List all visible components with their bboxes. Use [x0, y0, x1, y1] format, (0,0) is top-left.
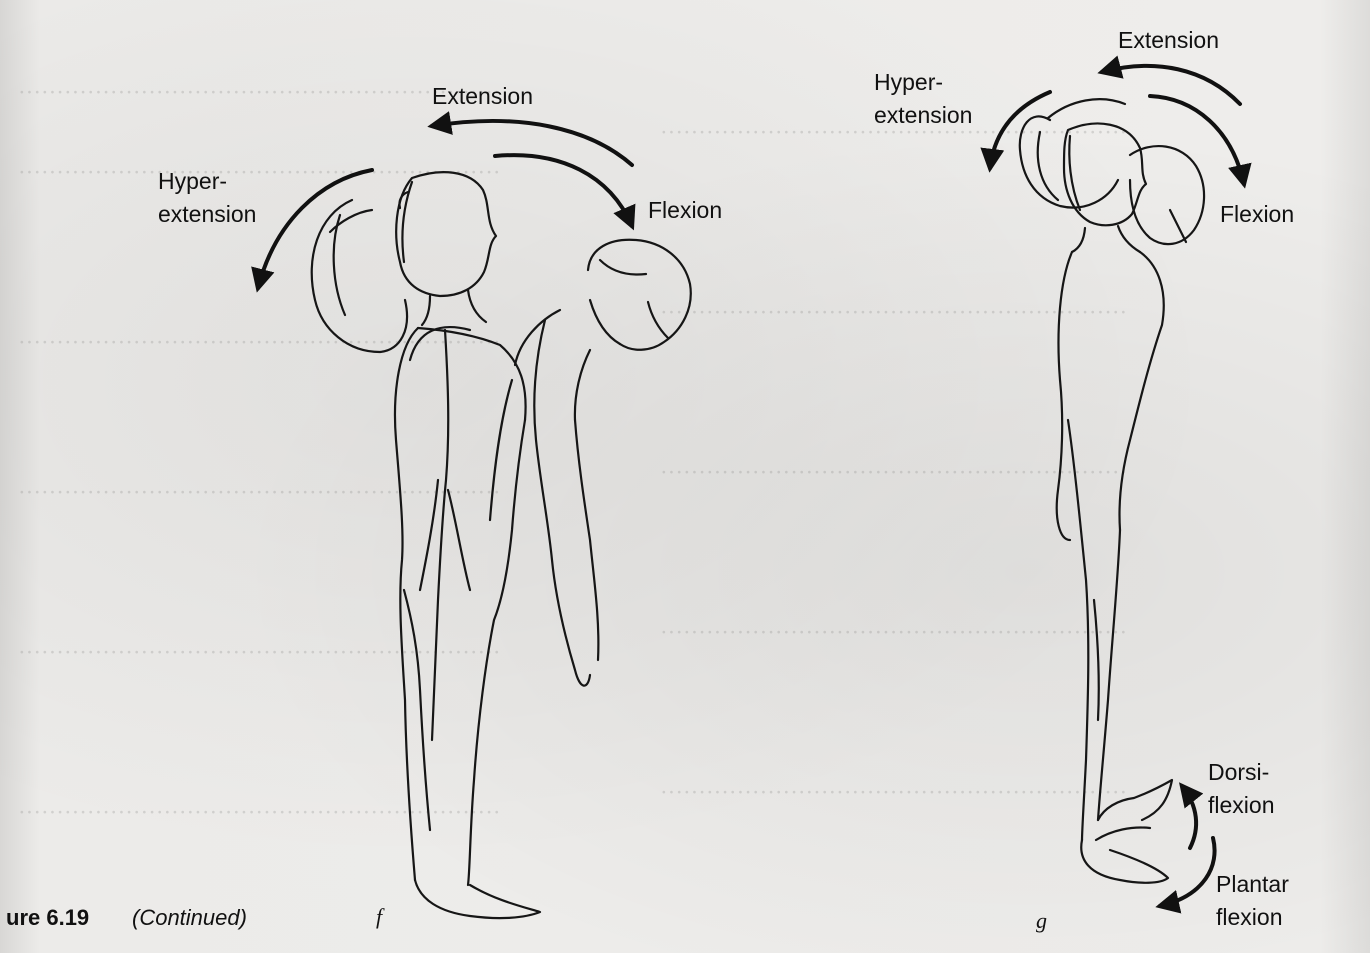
panel-g-dorsiflexion-arrow: [1182, 786, 1196, 848]
panel-g-upright-body: [1057, 226, 1172, 883]
panel-f-letter: f: [376, 904, 382, 930]
panel-g-hyperextended-head: [1020, 99, 1125, 207]
panel-g-plantarflexion-arrow: [1160, 838, 1215, 906]
panel-f-hyperextension-label-line2: extension: [158, 198, 256, 231]
figure-number: ure 6.19: [6, 905, 89, 931]
panel-f-hyperextended-head: [312, 200, 407, 352]
panel-f-upright-body: [395, 290, 540, 918]
panel-f-arrows: [258, 121, 632, 288]
panel-g-plantarflexion-label-line2: flexion: [1216, 901, 1282, 934]
panel-f-hyperextension-label-line1: Hyper-: [158, 165, 227, 198]
panel-g-hyperextension-label-line2: extension: [874, 99, 972, 132]
panel-g-letter: g: [1036, 908, 1047, 934]
panel-g-flexion-label: Flexion: [1220, 198, 1294, 231]
panel-f-flexion-label: Flexion: [648, 194, 722, 227]
panel-g-hyperextension-label-line1: Hyper-: [874, 66, 943, 99]
panel-f-hyperextension-arrow: [258, 170, 372, 288]
panel-g-flexion-arrow: [1150, 96, 1244, 184]
panel-g-dorsiflexion-label-line2: flexion: [1208, 789, 1274, 822]
panel-g-arrows: [990, 66, 1244, 906]
panel-f-extension-arrow: [432, 121, 632, 165]
panel-g-plantarflexion-label-line1: Plantar: [1216, 868, 1289, 901]
panel-f-upright-head: [396, 172, 496, 296]
panel-f-flexion-arrow: [495, 155, 632, 226]
figure-continued-note: (Continued): [132, 905, 247, 931]
panel-g-dorsiflexion-label-line1: Dorsi-: [1208, 756, 1269, 789]
panel-f-extension-label: Extension: [432, 80, 533, 113]
panel-f-flexed-figure: [490, 240, 691, 686]
panel-f-figures: [312, 172, 691, 918]
panel-g-figures: [1020, 99, 1204, 883]
panel-g-extension-label: Extension: [1118, 24, 1219, 57]
